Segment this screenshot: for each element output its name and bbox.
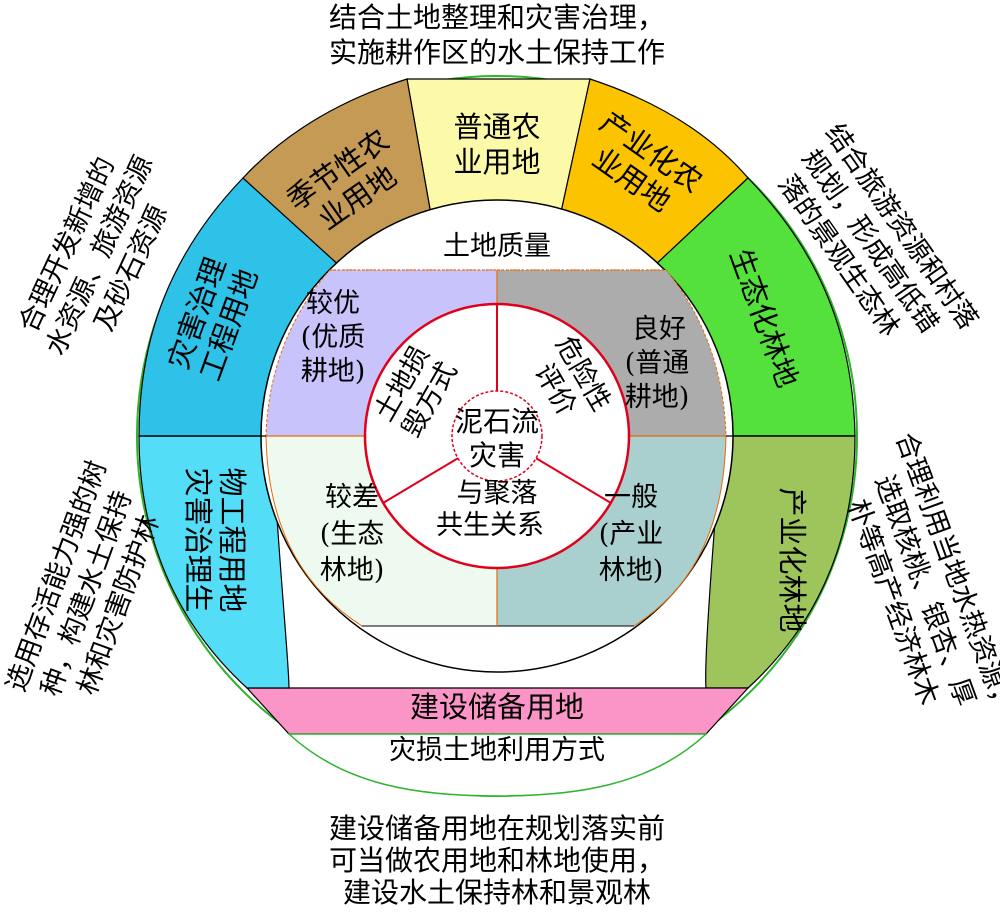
- note-top-l1: 结合土地整理和灾害治理，: [329, 1, 665, 34]
- center-circle: [451, 390, 543, 482]
- land-use-bio-engineering-l2: 物工程用地: [215, 467, 249, 612]
- grade-fair-l3: 林地): [599, 555, 664, 586]
- inner-sector-symbiosis-line1: 与聚落: [457, 478, 538, 509]
- note-bottom-l2: 可当做农用地和林地使用，: [329, 844, 665, 877]
- inner-divider-left: [382, 453, 466, 504]
- land-use-bio-engineering-l1: 灾害治理生: [181, 467, 215, 612]
- grade-better-l3: 耕地): [301, 356, 366, 387]
- center-label-line1: 泥石流: [455, 405, 539, 438]
- quality-ring-title: 土地质量: [443, 231, 551, 262]
- grade-poor-l2: (生态: [320, 519, 385, 550]
- land-use-industrial-forest-l1: 产业化林地: [775, 487, 809, 632]
- note-bottom-l1: 建设储备用地在规划落实前: [329, 812, 665, 845]
- grade-good-l2: (普通: [625, 348, 690, 379]
- land-use-mode-title: 灾损土地利用方式: [389, 735, 605, 766]
- note-top-l2: 实施耕作区的水土保持工作: [329, 36, 665, 69]
- grade-good-l1: 良好: [632, 314, 686, 345]
- grade-fair-l2: (产业: [599, 519, 664, 550]
- grade-better-l1: 较优: [306, 288, 360, 319]
- inner-divider-right: [528, 453, 612, 504]
- grade-better-l2: (优质: [301, 322, 366, 353]
- note-bottom-l3: 建设水土保持林和景观林: [343, 876, 651, 909]
- land-use-agri-normal-l2: 业用地: [453, 145, 540, 179]
- grade-good-l3: 耕地): [625, 382, 690, 413]
- grade-poor-l3: 林地): [320, 555, 385, 586]
- center-label-line2: 灾害: [469, 439, 525, 472]
- land-use-agri-normal-l1: 普通农: [453, 110, 540, 144]
- bottom-label-band: [287, 733, 708, 797]
- land-use-bio-engineering: [138, 435, 290, 689]
- land-use-reserve-l1: 建设储备用地: [410, 690, 584, 724]
- grade-poor-l1: 较差: [325, 482, 379, 513]
- inner-sector-symbiosis-line2: 共生关系: [436, 510, 544, 541]
- grade-fair-l1: 一般: [604, 482, 658, 513]
